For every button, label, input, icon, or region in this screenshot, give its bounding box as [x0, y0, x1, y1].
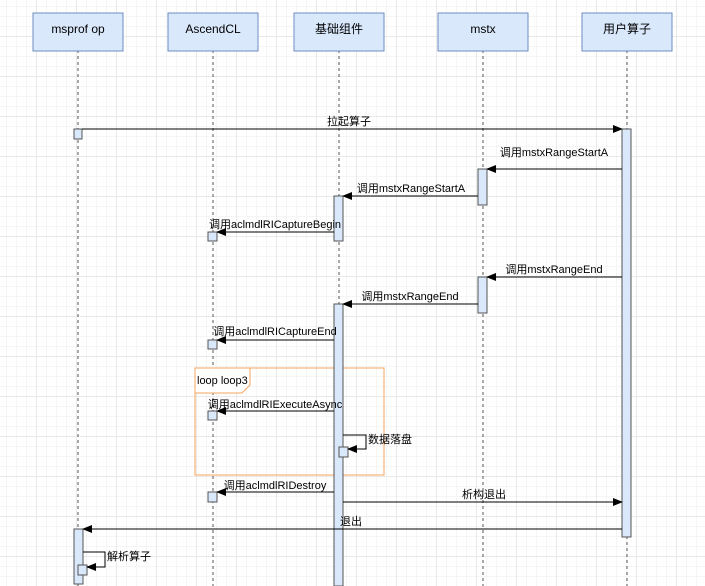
message-label: 数据落盘	[368, 432, 412, 446]
activation-mstx-2	[477, 276, 488, 314]
message-mstx-range-end[interactable]: 调用mstxRangeEnd	[342, 290, 478, 308]
participant-base[interactable]: 基础组件	[293, 12, 385, 52]
message-label: 调用aclmdlRICaptureBegin	[209, 218, 341, 231]
message-execute-async[interactable]: 调用aclmdlRIExecuteAsync	[208, 398, 343, 415]
message-label: 调用aclmdlRIDestroy	[224, 479, 327, 492]
activation-base-2	[333, 303, 344, 586]
activation-mstx-1	[477, 168, 488, 206]
message-capture-end[interactable]: 调用aclmdlRICaptureEnd	[213, 325, 337, 344]
message-launch-operator[interactable]: 拉起算子	[82, 114, 623, 133]
activation-msprof-1	[73, 128, 83, 140]
loop-frame[interactable]: loop loop3	[194, 367, 385, 476]
message-user-range-end[interactable]: 调用mstxRangeEnd	[486, 263, 622, 281]
message-label: 调用mstxRangeStartA	[500, 146, 609, 159]
activation-msprof-2	[73, 528, 84, 585]
message-exit[interactable]: 退出	[82, 514, 622, 533]
message-destruct-exit[interactable]: 析构退出	[343, 487, 623, 506]
message-label: 析构退出	[462, 487, 506, 501]
participant-label-user: 用户算子	[603, 21, 651, 36]
participant-label-msprof: msprof op	[51, 22, 105, 36]
message-label: 调用aclmdlRIExecuteAsync	[208, 398, 343, 411]
message-user-range-start[interactable]: 调用mstxRangeStartA	[486, 146, 622, 173]
message-data-flush[interactable]: 数据落盘	[343, 432, 412, 453]
message-label: 调用aclmdlRICaptureEnd	[213, 325, 337, 338]
activation-acl-3	[207, 410, 218, 421]
participant-user[interactable]: 用户算子	[581, 12, 673, 52]
participant-msprof[interactable]: msprof op	[32, 12, 124, 52]
activation-user	[621, 128, 632, 538]
message-label: 拉起算子	[327, 114, 371, 128]
activation-base-1	[333, 195, 344, 242]
message-destroy[interactable]: 调用aclmdlRIDestroy	[216, 479, 334, 496]
message-capture-begin[interactable]: 调用aclmdlRICaptureBegin	[209, 218, 341, 236]
participant-label-acl: AscendCL	[185, 22, 241, 36]
participant-mstx[interactable]: mstx	[437, 12, 529, 52]
message-label: 调用mstxRangeEnd	[361, 290, 458, 303]
activation-base-self	[338, 446, 349, 458]
activation-acl-2	[207, 339, 218, 350]
message-label: 调用mstxRangeEnd	[505, 263, 602, 276]
message-parse-operator[interactable]: 解析算子	[83, 549, 151, 571]
participant-acl[interactable]: AscendCL	[167, 12, 259, 52]
activation-acl-1	[207, 231, 218, 242]
participant-label-base: 基础组件	[315, 22, 363, 36]
activation-acl-4	[207, 491, 218, 503]
loop-label: loop loop3	[197, 375, 248, 387]
message-mstx-range-start[interactable]: 调用mstxRangeStartA	[342, 182, 478, 200]
message-label: 退出	[340, 514, 362, 528]
message-label: 调用mstxRangeStartA	[357, 182, 466, 195]
participant-label-mstx: mstx	[470, 22, 495, 36]
activation-msprof-self	[77, 564, 88, 576]
message-label: 解析算子	[107, 549, 151, 563]
